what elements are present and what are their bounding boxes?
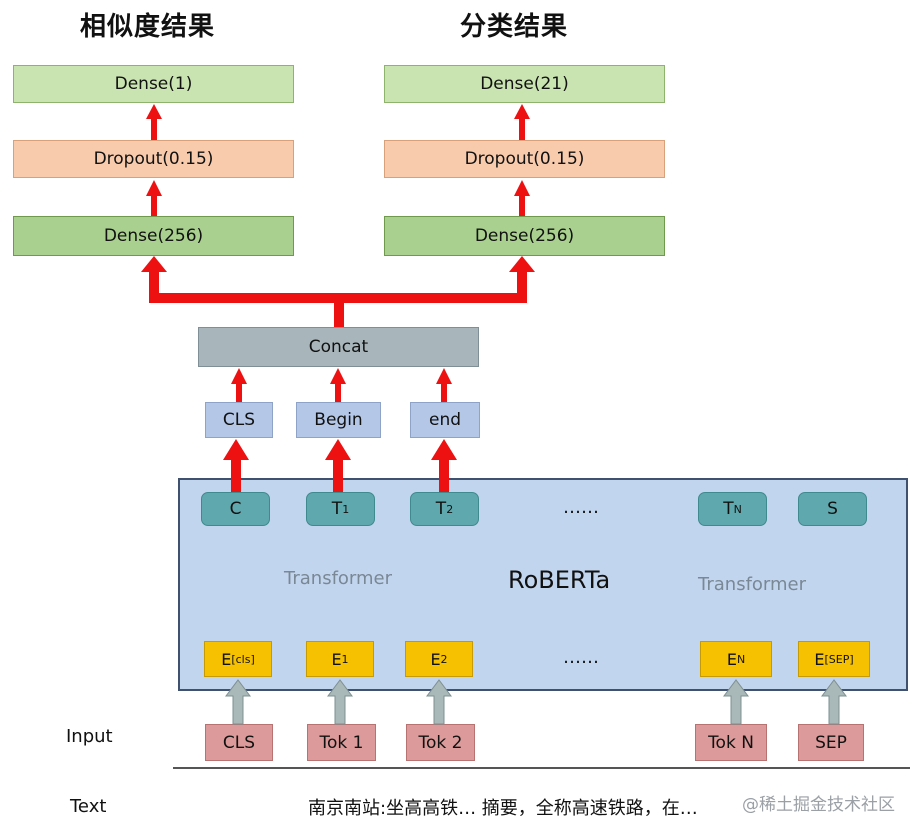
- similarity-title: 相似度结果: [80, 12, 216, 42]
- concat-branch: [141, 256, 535, 327]
- concat-box: Concat: [198, 327, 479, 367]
- arrow-up-left-2: [146, 180, 162, 216]
- arrow-up-left-1: [146, 104, 162, 140]
- right-dropout: Dropout(0.15): [384, 140, 665, 178]
- arrow-input-cls: [225, 679, 251, 725]
- classification-title: 分类结果: [460, 12, 569, 42]
- right-dense-hidden: Dense(256): [384, 216, 665, 256]
- watermark: @稀土掘金技术社区: [742, 795, 895, 815]
- input-token-n: Tok N: [695, 724, 767, 761]
- arrow-t1-begin: [325, 439, 351, 492]
- left-dense-output: Dense(1): [13, 65, 294, 103]
- arrow-up-right-1: [514, 104, 530, 140]
- input-text-divider: [173, 767, 910, 769]
- left-dense-hidden: Dense(256): [13, 216, 294, 256]
- ellipsis-top: ……: [563, 497, 599, 518]
- roberta-block: [178, 478, 908, 691]
- input-token-1: Tok 1: [307, 724, 376, 761]
- arrow-end-concat: [436, 368, 452, 402]
- left-dropout: Dropout(0.15): [13, 140, 294, 178]
- arrow-input-tok2: [426, 679, 452, 725]
- text-label: Text: [70, 796, 107, 817]
- feature-end: end: [410, 402, 480, 438]
- arrow-up-right-2: [514, 180, 530, 216]
- input-token-cls: CLS: [205, 724, 273, 761]
- arrow-c-cls: [223, 439, 249, 492]
- transformer-label-left: Transformer: [284, 568, 393, 589]
- transformer-label-right: Transformer: [698, 574, 807, 595]
- arrow-t2-end: [431, 439, 457, 492]
- arrow-begin-concat: [330, 368, 346, 402]
- embedding-sep: E[SEP]: [798, 641, 870, 677]
- feature-cls: CLS: [205, 402, 273, 438]
- ellipsis-bottom: ……: [563, 647, 599, 668]
- output-s: S: [798, 492, 867, 526]
- right-dense-output: Dense(21): [384, 65, 665, 103]
- arrow-input-tokn: [723, 679, 749, 725]
- roberta-label: RoBERTa: [508, 566, 611, 594]
- arrow-input-sep: [821, 679, 847, 725]
- input-label: Input: [66, 726, 113, 747]
- arrow-input-tok1: [327, 679, 353, 725]
- output-c: C: [201, 492, 270, 526]
- input-token-2: Tok 2: [406, 724, 475, 761]
- text-content: 南京南站:坐高高铁… 摘要，全称高速铁路，在…: [308, 798, 698, 819]
- feature-begin: Begin: [296, 402, 381, 438]
- embedding-cls: E[cls]: [204, 641, 272, 677]
- arrow-cls-concat: [231, 368, 247, 402]
